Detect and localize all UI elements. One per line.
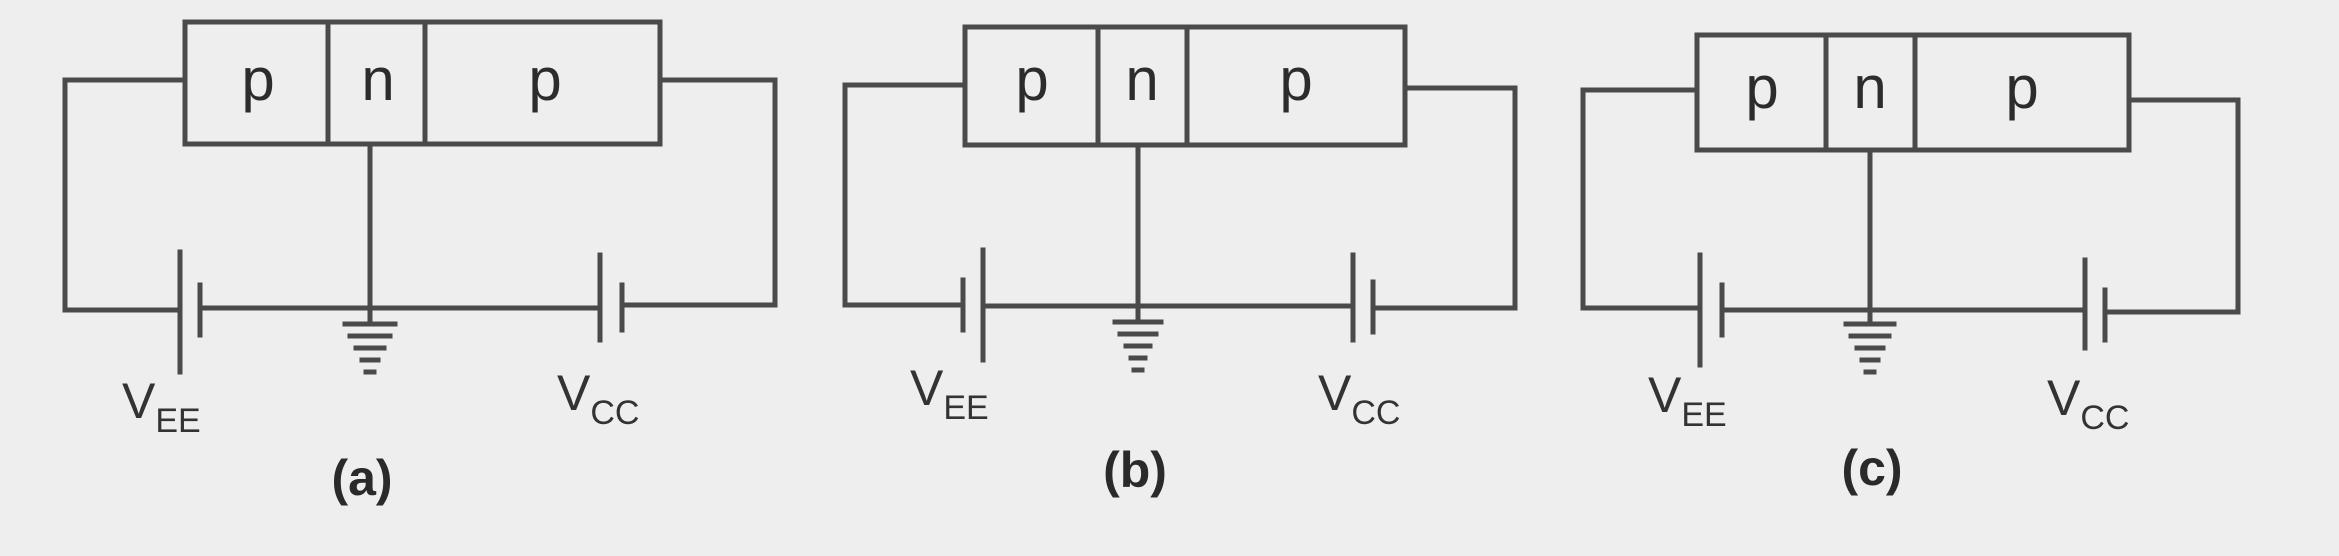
caption-c: (c)	[1841, 440, 1902, 496]
vcc-label: VCC	[557, 365, 639, 432]
collector-wire	[2102, 97, 2241, 315]
vee-battery-symbol	[960, 247, 986, 363]
emitter-wire	[842, 82, 968, 308]
collector-wire	[1370, 85, 1518, 311]
vcc-label: VCC	[2047, 370, 2129, 437]
ground-icon	[1112, 305, 1164, 373]
emitter-wire	[62, 77, 188, 313]
region-base-label: n	[1853, 54, 1886, 121]
ground-icon	[1843, 307, 1897, 375]
collector-wire	[619, 77, 778, 308]
circuit-a: p n p VEE VCC (a)	[62, 19, 778, 506]
vcc-battery-symbol	[2082, 257, 2108, 351]
emitter-wire	[1580, 87, 1701, 311]
vee-label: VEE	[1648, 367, 1727, 434]
vcc-battery-symbol	[597, 252, 625, 343]
circuit-b: p n p VEE VCC (b)	[842, 24, 1518, 498]
caption-a: (a)	[331, 450, 392, 506]
circuit-c: p n p VEE VCC (c)	[1580, 32, 2241, 496]
vee-battery-symbol	[1697, 252, 1725, 368]
ground-icon	[342, 305, 398, 375]
caption-b: (b)	[1103, 442, 1167, 498]
vee-label: VEE	[122, 373, 201, 440]
region-collector-label: p	[1279, 46, 1312, 113]
region-collector-label: p	[2005, 54, 2038, 121]
region-base-label: n	[361, 46, 394, 113]
region-emitter-label: p	[1015, 46, 1048, 113]
region-collector-label: p	[528, 46, 561, 113]
vcc-battery-symbol	[1350, 252, 1376, 343]
vee-label: VEE	[910, 360, 989, 427]
region-emitter-label: p	[1745, 54, 1778, 121]
vcc-label: VCC	[1318, 365, 1400, 432]
region-base-label: n	[1125, 46, 1158, 113]
vee-battery-symbol	[177, 249, 203, 375]
region-emitter-label: p	[241, 46, 274, 113]
